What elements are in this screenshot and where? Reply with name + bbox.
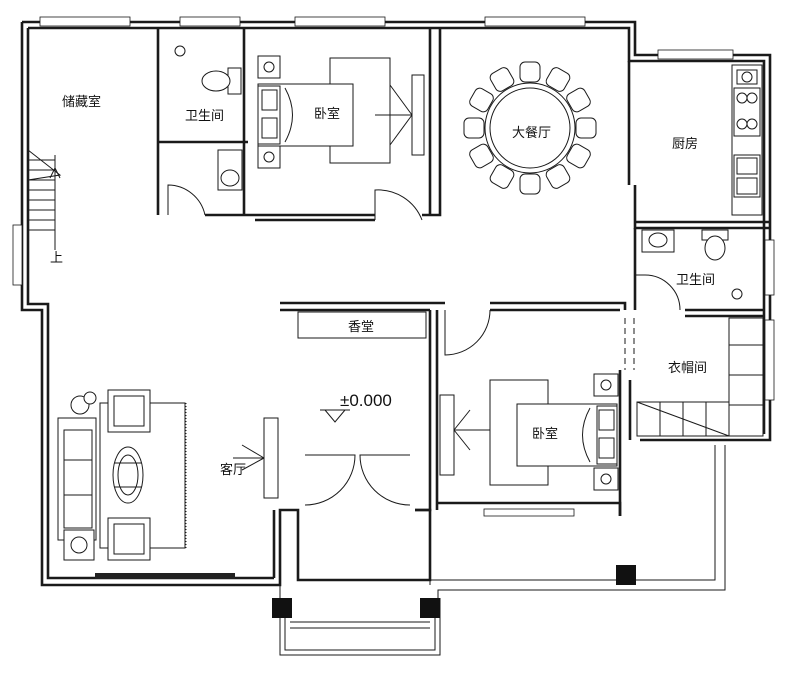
wardrobe-icon (375, 74, 425, 156)
dining-chair-icon (519, 173, 541, 195)
dining-chair-icon (489, 67, 515, 92)
stair-up-label: 上 (50, 251, 63, 266)
room-label-living: 客厅 (220, 462, 246, 478)
dining-chairs (463, 61, 597, 195)
sink-icon (217, 149, 243, 191)
dining-chair-icon (469, 143, 494, 169)
room-label-dining: 大餐厅 (512, 125, 551, 141)
wardrobe-icon (439, 394, 490, 476)
entrance-porch (272, 445, 726, 656)
dining-chair-icon (545, 164, 571, 189)
shrine-table (297, 311, 427, 339)
closet-icon (636, 317, 764, 437)
sofa-set-icon (57, 389, 187, 561)
dining-chair-icon (463, 117, 485, 139)
toilet-icon (701, 229, 729, 261)
dining-chair-icon (566, 143, 591, 169)
windows (12, 16, 775, 579)
dining-chair-icon (489, 164, 515, 189)
room-label-shrine: 香堂 (348, 320, 374, 335)
dining-chair-icon (575, 117, 597, 139)
elevation-label: ±0.000 (340, 391, 392, 410)
tv-cabinet-icon (233, 417, 279, 499)
room-label-kitchen: 厨房 (672, 136, 698, 152)
dining-chair-icon (519, 61, 541, 83)
staircase (27, 149, 62, 250)
room-label-bath-right: 卫生间 (676, 273, 715, 288)
bed-icon (489, 373, 619, 491)
bed-icon (257, 55, 391, 169)
kitchen-counter (731, 64, 763, 216)
room-label-bedroom-bottom: 卧室 (532, 426, 558, 442)
elevation-marker-icon (320, 409, 350, 423)
floor-drain-icon (731, 288, 743, 300)
room-label-storage: 储藏室 (62, 94, 101, 110)
room-label-bath-top: 卫生间 (185, 109, 224, 124)
dining-chair-icon (566, 87, 591, 113)
dining-chair-icon (469, 87, 494, 113)
sink-icon (641, 229, 675, 253)
dining-chair-icon (545, 67, 571, 92)
room-label-bedroom-top: 卧室 (314, 106, 340, 122)
toilet-icon (201, 67, 242, 95)
room-label-cloakroom: 衣帽间 (668, 360, 707, 376)
floor-drain-icon (174, 45, 186, 57)
interior-walls (156, 28, 770, 578)
dining-table-icon (484, 82, 576, 174)
doors (167, 184, 681, 506)
